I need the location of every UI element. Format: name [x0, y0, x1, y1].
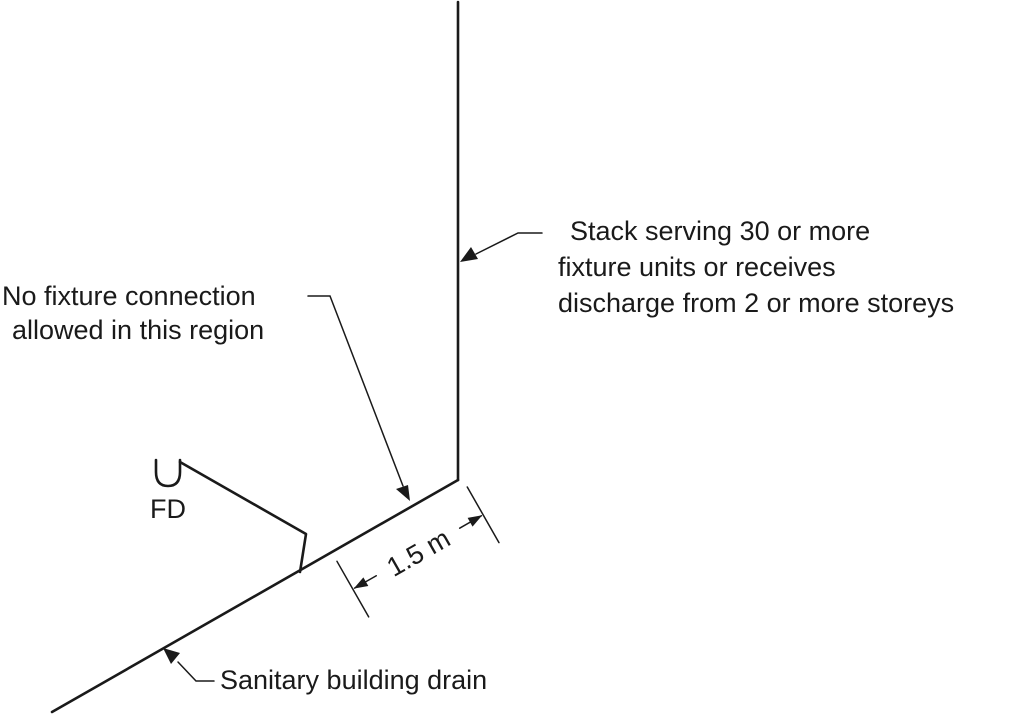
- no-fixture-label-line-2: allowed in this region: [12, 315, 264, 345]
- dimension-label: 1.5 m: [382, 523, 456, 583]
- no-fixture-leader: [307, 295, 410, 501]
- no-fixture-label-line-1: No fixture connection: [2, 281, 256, 311]
- stack-label-line-1: Stack serving 30 or more: [570, 216, 870, 246]
- stack-label-line-2: fixture units or receives: [558, 252, 836, 282]
- stack-label-line-3: discharge from 2 or more storeys: [558, 288, 954, 318]
- floor-drain-branch: [178, 460, 308, 574]
- drain-label: Sanitary building drain: [220, 665, 487, 695]
- stack-leader: [460, 232, 543, 262]
- floor-drain-label: FD: [150, 494, 186, 524]
- floor-drain-trap-symbol: [154, 458, 182, 488]
- sanitary-drain-pipe: [50, 478, 460, 714]
- dimension-1-5-m: 1.5 m: [336, 486, 500, 618]
- drain-leader: [163, 648, 215, 682]
